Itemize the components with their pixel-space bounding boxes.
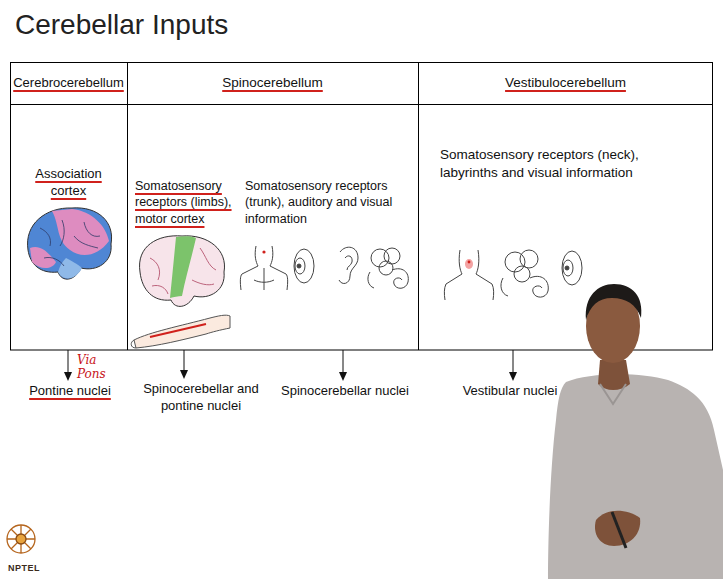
eye-icon	[562, 251, 582, 285]
neck-icon	[444, 250, 493, 300]
node-text: Spinocerebellar and pontine nuclei	[133, 381, 269, 415]
node-text: Association cortex	[30, 166, 107, 200]
canal-loop	[384, 248, 400, 264]
table-rule	[10, 104, 713, 105]
brain-shape	[140, 236, 225, 307]
target-nuclei: Pontine nuclei	[20, 383, 120, 400]
target-nuclei: Spinocerebellar and pontine nuclei	[130, 381, 272, 415]
arrow-head	[509, 372, 517, 381]
ear-outline	[345, 256, 352, 270]
column-header: Spinocerebellum	[127, 62, 418, 104]
brain-region	[52, 209, 109, 255]
column-header: Vestibulocerebellum	[418, 62, 713, 104]
connector-arrow	[64, 350, 72, 381]
logo-center	[16, 534, 26, 544]
eye-iris	[295, 258, 305, 274]
torso-icon	[240, 246, 287, 290]
node-text: Pontine nuclei	[23, 383, 117, 400]
target-nuclei: Vestibular nuclei	[448, 383, 572, 400]
target-nuclei: Spinocerebellar nuclei	[274, 383, 416, 400]
receptor-mark	[465, 259, 473, 269]
table-rule	[418, 62, 419, 350]
node-text: Spinocerebellum	[222, 74, 323, 92]
eye-outline	[294, 249, 314, 283]
input-cell: Somatosensory receptors (limbs), motor c…	[127, 104, 239, 350]
logo-wordmark: NPTEL	[8, 563, 40, 573]
hand-outline	[131, 340, 136, 348]
node-text: Vestibulocerebellum	[505, 74, 626, 92]
presenter-hair	[586, 284, 642, 320]
arrow-head	[64, 372, 72, 381]
brain-motor-cortex-illustration	[140, 236, 225, 307]
nerve	[501, 278, 508, 296]
receptor-mark	[468, 261, 471, 264]
logo-ring	[7, 525, 35, 553]
arrow-head	[339, 372, 347, 381]
node-text: Spinocerebellar nuclei	[277, 383, 413, 400]
canal-loop	[514, 266, 530, 282]
nerve	[368, 272, 374, 288]
connector-arrow	[509, 350, 517, 381]
neck-outline	[476, 250, 494, 300]
edge-label: Via Pons	[77, 354, 113, 382]
eye-outline	[562, 251, 582, 285]
eye-pupil	[565, 266, 569, 270]
canal-loop	[505, 252, 525, 272]
node-text: Somatosensory receptors (neck), labyrint…	[440, 146, 673, 181]
arm-shape	[134, 315, 230, 348]
arm-illustration	[131, 315, 230, 348]
presenter-pen	[612, 512, 626, 548]
connector-arrow	[339, 350, 347, 381]
slide-title: Cerebellar Inputs	[15, 9, 228, 41]
canal-loop	[520, 250, 538, 268]
input-cell: Somatosensory receptors (trunk), auditor…	[239, 104, 418, 350]
presenter-collar	[600, 384, 626, 404]
input-cell: Somatosensory receptors (neck), labyrint…	[418, 104, 713, 350]
eye-pupil	[297, 264, 301, 268]
node-text: Vestibular nuclei	[451, 383, 569, 400]
column-header: Cerebrocerebellum	[10, 62, 127, 104]
motor-cortex-region	[170, 236, 196, 298]
connector-line	[184, 350, 185, 371]
brain-illustration	[28, 208, 112, 279]
brain-shape	[28, 208, 112, 279]
presenter-figure	[548, 284, 723, 579]
brain-sulci	[150, 248, 216, 294]
canal-loop	[379, 261, 393, 275]
table-rule	[127, 62, 128, 350]
brain-region	[58, 258, 82, 278]
input-cell: Association cortex	[10, 104, 127, 350]
nptel-logo	[7, 525, 35, 553]
ear-outline	[339, 247, 358, 283]
labyrinth-icon	[501, 250, 548, 297]
connector-line	[68, 350, 69, 373]
node-text: Somatosensory receptors (limbs), motor c…	[135, 178, 236, 227]
torso-outline	[254, 268, 274, 290]
node-text: Somatosensory receptors (trunk), auditor…	[245, 178, 414, 227]
brain-region	[30, 247, 56, 268]
cochlea	[530, 276, 548, 297]
node-text: Cerebrocerebellum	[13, 75, 124, 92]
brain-sulci	[40, 220, 100, 266]
eye-icon	[294, 249, 314, 283]
logo-spokes	[7, 525, 35, 553]
ear-icon	[339, 247, 358, 283]
labyrinth-icon	[368, 248, 408, 288]
connector-line	[343, 350, 344, 373]
receptor-mark	[262, 250, 265, 253]
eye-iris	[563, 260, 573, 276]
arrow-head	[180, 370, 188, 379]
neck-outline	[444, 250, 462, 300]
presenter-shirt	[548, 374, 723, 579]
torso-outline	[240, 246, 258, 290]
connector-line	[513, 350, 514, 373]
receptor-mark	[150, 324, 206, 337]
torso-outline	[270, 246, 288, 290]
cochlea	[392, 269, 408, 289]
connector-arrow	[180, 350, 188, 379]
